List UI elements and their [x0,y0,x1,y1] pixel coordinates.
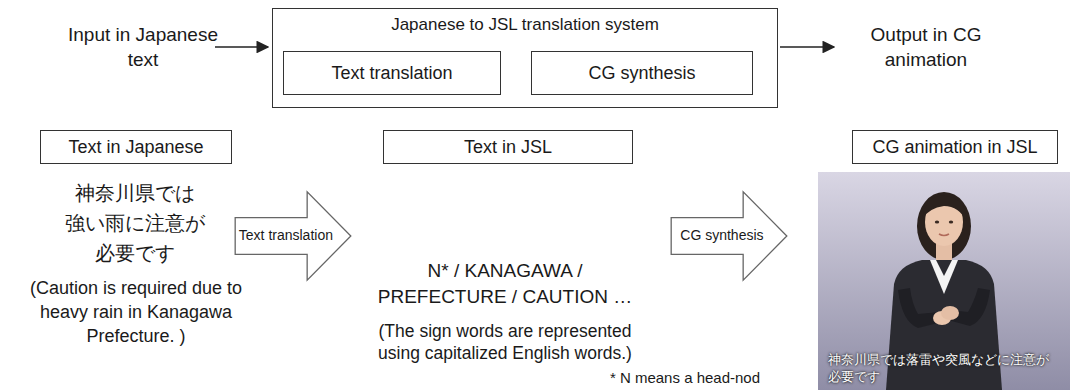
process-box: Text translation [283,51,501,95]
block-arrow: CG synthesis [670,190,788,282]
node-label: Text in JSL [464,137,552,158]
node-label: Japanese to JSL translation system [391,15,659,35]
cg-animation-frame: 神奈川県では落雷や突風などに注意が必要です [818,172,1070,390]
node-label: CG synthesis [588,63,695,84]
english-translation: (Caution is required due to heavy rain i… [22,276,250,348]
block-arrow: Text translation [234,190,352,282]
japanese-sentence: 神奈川県では 強い雨に注意が 必要です [50,178,220,268]
system-box: Japanese to JSL translation systemText t… [272,8,778,108]
cg-signer-illustration [818,172,1070,390]
block-arrow-shape [235,192,351,280]
node-label: CG animation in JSL [872,137,1037,158]
jsl-sign-sequence: N* / KANAGAWA / PREFECTURE / CAUTION … [370,258,640,310]
note: (The sign words are represented using ca… [357,320,653,364]
input-label: Input in Japanese text [58,22,228,72]
input-arrow [215,46,268,48]
header-box: Text in JSL [383,130,633,164]
node-label: Text translation [331,63,452,84]
node-label: Text in Japanese [68,137,203,158]
header-box: Text in Japanese [40,130,232,164]
footnote: * N means a head-nod [585,369,785,387]
output-label: Output in CG animation [836,22,1016,72]
node-label: Text translation [239,228,333,243]
header-box: CG animation in JSL [852,130,1058,164]
subtitle: 神奈川県では落雷や突風などに注意が必要です [828,352,1060,386]
output-arrow [780,46,834,48]
node-label: CG synthesis [680,228,763,243]
block-arrow-shape [671,192,787,280]
process-box: CG synthesis [531,51,753,95]
